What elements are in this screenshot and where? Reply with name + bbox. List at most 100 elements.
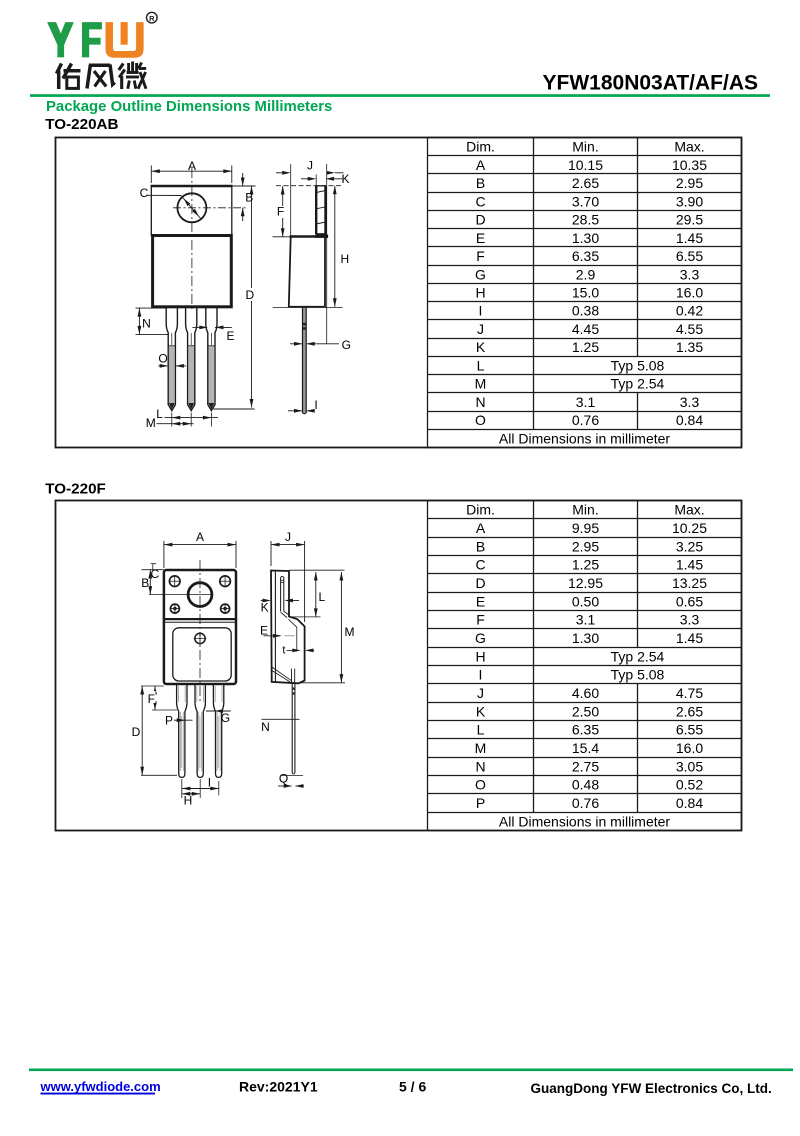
svg-text:0.50: 0.50 (572, 593, 599, 609)
svg-text:Typ 5.08: Typ 5.08 (611, 667, 665, 683)
svg-text:All Dimensions in millimeter: All Dimensions in millimeter (499, 813, 670, 829)
svg-text:D: D (475, 575, 485, 591)
svg-text:H: H (184, 794, 193, 808)
svg-text:E: E (476, 593, 485, 609)
svg-text:B: B (141, 576, 149, 590)
svg-text:A: A (476, 157, 486, 173)
svg-text:0.84: 0.84 (676, 795, 703, 811)
svg-text:9.95: 9.95 (572, 520, 599, 536)
svg-text:1.45: 1.45 (676, 230, 703, 246)
svg-text:F: F (476, 248, 485, 264)
svg-text:Min.: Min. (572, 139, 598, 155)
svg-text:1.45: 1.45 (676, 557, 703, 573)
svg-text:G: G (475, 266, 486, 282)
svg-text:3.3: 3.3 (680, 394, 700, 410)
svg-text:A: A (196, 530, 204, 544)
svg-text:4.55: 4.55 (676, 321, 703, 337)
svg-text:O: O (158, 351, 167, 365)
svg-text:M: M (146, 416, 156, 430)
svg-text:www.yfwdiode.com: www.yfwdiode.com (40, 1079, 161, 1094)
svg-text:N: N (475, 758, 485, 774)
svg-text:G: G (342, 338, 351, 352)
svg-text:0.48: 0.48 (572, 777, 599, 793)
svg-text:TO-220F: TO-220F (45, 481, 106, 498)
svg-text:Package Outline Dimensions Mil: Package Outline Dimensions Millimeters (46, 99, 332, 115)
svg-text:TO-220AB: TO-220AB (45, 116, 118, 133)
svg-text:16.0: 16.0 (676, 285, 703, 301)
svg-text:2.95: 2.95 (572, 538, 599, 554)
svg-text:15.4: 15.4 (572, 740, 599, 756)
svg-text:0.38: 0.38 (572, 303, 599, 319)
svg-text:N: N (142, 317, 151, 331)
svg-text:P: P (476, 795, 485, 811)
svg-text:Min.: Min. (572, 502, 598, 518)
svg-text:3.3: 3.3 (680, 266, 700, 282)
svg-text:B: B (476, 175, 485, 191)
svg-text:Max.: Max. (674, 139, 704, 155)
svg-text:C: C (475, 193, 485, 209)
svg-text:Max.: Max. (674, 502, 704, 518)
svg-text:1.30: 1.30 (572, 630, 599, 646)
svg-text:3.1: 3.1 (576, 612, 596, 628)
svg-text:28.5: 28.5 (572, 212, 599, 228)
svg-text:3.1: 3.1 (576, 394, 596, 410)
svg-text:15.0: 15.0 (572, 285, 599, 301)
svg-text:1.35: 1.35 (676, 339, 703, 355)
svg-text:Typ 2.54: Typ 2.54 (611, 376, 665, 392)
svg-text:N: N (475, 394, 485, 410)
svg-text:A: A (476, 520, 486, 536)
svg-text:0.76: 0.76 (572, 412, 599, 428)
svg-text:3.70: 3.70 (572, 193, 599, 209)
svg-text:5 / 6: 5 / 6 (399, 1079, 426, 1095)
svg-text:1.25: 1.25 (572, 557, 599, 573)
svg-text:Typ 5.08: Typ 5.08 (611, 357, 665, 373)
svg-text:P: P (165, 714, 173, 728)
svg-text:6.55: 6.55 (676, 722, 703, 738)
svg-text:R: R (149, 14, 155, 23)
svg-text:J: J (285, 530, 291, 544)
svg-text:3.3: 3.3 (680, 612, 700, 628)
svg-text:1.45: 1.45 (676, 630, 703, 646)
svg-text:3.90: 3.90 (676, 193, 703, 209)
svg-text:K: K (476, 339, 486, 355)
svg-text:L: L (156, 407, 163, 421)
svg-text:1.25: 1.25 (572, 339, 599, 355)
svg-text:Dim.: Dim. (466, 139, 495, 155)
svg-text:G: G (475, 630, 486, 646)
svg-text:6.35: 6.35 (572, 722, 599, 738)
svg-text:B: B (476, 538, 485, 554)
svg-text:J: J (307, 159, 313, 173)
svg-text:E: E (476, 230, 485, 246)
svg-text:0.84: 0.84 (676, 412, 703, 428)
svg-text:J: J (477, 685, 484, 701)
svg-text:F: F (148, 692, 155, 706)
svg-text:4.75: 4.75 (676, 685, 703, 701)
svg-text:F: F (277, 205, 284, 219)
svg-text:D: D (475, 212, 485, 228)
svg-text:C: C (150, 567, 159, 581)
svg-text:4.60: 4.60 (572, 685, 599, 701)
svg-text:O: O (475, 777, 486, 793)
svg-text:H: H (475, 285, 485, 301)
svg-text:2.50: 2.50 (572, 703, 599, 719)
svg-text:L: L (477, 722, 485, 738)
svg-text:29.5: 29.5 (676, 212, 703, 228)
svg-text:2.65: 2.65 (572, 175, 599, 191)
svg-text:Dim.: Dim. (466, 502, 495, 518)
svg-text:0.52: 0.52 (676, 777, 703, 793)
svg-text:K: K (476, 703, 486, 719)
svg-text:L: L (319, 590, 326, 604)
svg-text:2.95: 2.95 (676, 175, 703, 191)
svg-text:L: L (477, 357, 485, 373)
svg-text:M: M (475, 740, 487, 756)
svg-text:Typ 2.54: Typ 2.54 (611, 648, 665, 664)
svg-text:M: M (345, 625, 355, 639)
svg-text:10.35: 10.35 (672, 157, 707, 173)
svg-text:3.25: 3.25 (676, 538, 703, 554)
svg-text:2.65: 2.65 (676, 703, 703, 719)
svg-text:1.30: 1.30 (572, 230, 599, 246)
svg-text:C: C (140, 186, 149, 200)
svg-text:E: E (226, 329, 234, 343)
svg-text:I: I (479, 303, 483, 319)
svg-text:H: H (341, 252, 350, 266)
